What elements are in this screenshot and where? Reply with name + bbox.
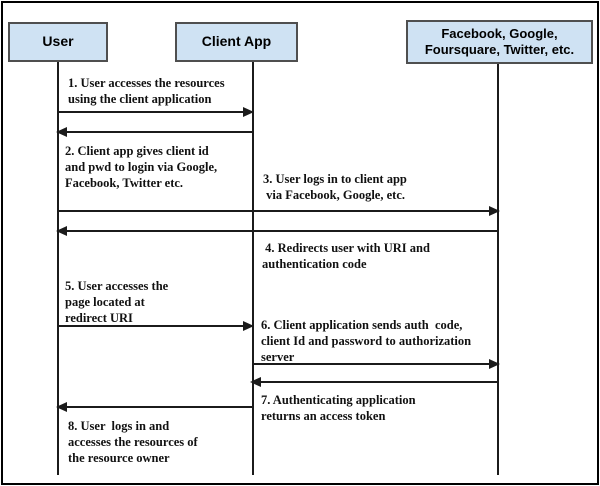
arrowhead-right-icon (243, 107, 254, 117)
actor-box-user: User (8, 22, 108, 62)
arrowhead-left-icon (56, 127, 67, 137)
message-3-label: 3. User logs in to client app via Facebo… (263, 172, 407, 202)
arrow-message-7 (250, 377, 498, 387)
arrow-message-4 (56, 226, 498, 236)
arrowhead-left-icon (250, 377, 261, 387)
actor-box-client-app: Client App (175, 22, 298, 62)
arrow-message-5 (58, 321, 254, 331)
actor-label-auth-provider: Facebook, Google, Foursquare, Twitter, e… (424, 25, 575, 57)
actor-label-client-app: Client App (201, 33, 272, 50)
message-4-label: 4. Redirects user with URI and authentic… (262, 241, 430, 271)
message-2-label: 2. Client app gives client id and pwd to… (65, 144, 218, 190)
actor-label-user: User (42, 33, 74, 50)
arrowhead-left-icon (56, 226, 67, 236)
arrowhead-right-icon (489, 206, 500, 216)
lifeline-user (57, 62, 59, 475)
message-6-label: 6. Client application sends auth code, c… (261, 318, 472, 364)
arrow-message-6 (252, 359, 500, 369)
message-5-label: 5. User accesses the page located at red… (65, 279, 169, 325)
lifeline-auth-provider (497, 62, 499, 475)
actor-box-auth-provider: Facebook, Google, Foursquare, Twitter, e… (406, 20, 593, 64)
arrowhead-right-icon (243, 321, 254, 331)
message-1-label: 1. User accesses the resources using the… (68, 76, 225, 106)
arrow-message-2 (56, 127, 252, 137)
arrow-message-3 (58, 206, 500, 216)
message-8-label: 8. User logs in and accesses the resourc… (68, 419, 198, 465)
arrowhead-right-icon (489, 359, 500, 369)
message-7-label: 7. Authenticating application returns an… (261, 393, 416, 423)
arrowhead-left-icon (56, 402, 67, 412)
arrow-message-1 (58, 107, 254, 117)
lifeline-client-app (252, 62, 254, 475)
arrow-message-8 (56, 402, 252, 412)
